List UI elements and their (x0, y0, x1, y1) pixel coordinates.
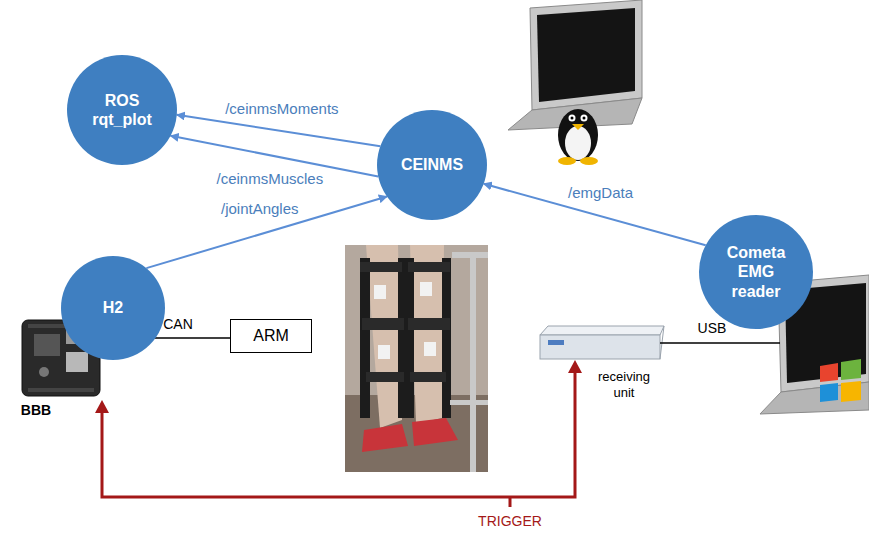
circle-fill (67, 55, 177, 165)
windows-logo (820, 359, 861, 402)
leg (366, 245, 402, 428)
strap (360, 262, 402, 272)
penguin-logo (558, 109, 598, 165)
ethernet-port (66, 352, 88, 372)
penguin-pupil (583, 117, 586, 120)
penguin-body (558, 109, 598, 161)
penguin-foot (580, 157, 598, 165)
board-name: BBB (21, 402, 51, 419)
trigger-wiring (95, 360, 582, 507)
logo-tile (820, 363, 838, 382)
penguin-pupil (571, 117, 574, 120)
topic-arrow (177, 115, 381, 146)
penguin-foot (558, 157, 576, 165)
logo-tile (820, 383, 838, 402)
penguin-eye (569, 115, 576, 122)
node-label: H2 (103, 298, 123, 317)
strap (362, 318, 404, 330)
component (39, 367, 49, 377)
circle-outline (67, 55, 177, 165)
topic-circle: ROS rqt_plot (67, 55, 177, 165)
bus-name: CAN (163, 316, 193, 333)
unit-logo (548, 340, 564, 345)
usb-wire (660, 342, 780, 344)
receiving-unit-device (540, 326, 664, 359)
trigger-stem (509, 497, 512, 507)
circle-fill (377, 110, 487, 220)
laptop-base (760, 382, 869, 414)
node-label: CEINMS (401, 155, 463, 174)
electrode (378, 345, 390, 359)
strap (408, 318, 450, 330)
header-pins (28, 388, 94, 392)
topic-arrow (484, 184, 706, 245)
trigger-line (102, 368, 575, 497)
node-label: ROS rqt_plot (82, 91, 162, 129)
topic-name: /jointAngles (219, 200, 301, 218)
hardware-box: ARM (230, 319, 312, 353)
topic-arrow (146, 197, 387, 269)
strap (410, 372, 446, 382)
chip (34, 334, 60, 356)
topic-name: /ceinmsMoments (223, 100, 340, 118)
logo-tile (841, 381, 861, 402)
penguin-beak (572, 124, 584, 130)
brace-bar (398, 258, 406, 418)
strap (408, 262, 450, 272)
exoskeleton-photo (345, 245, 488, 472)
shoe (362, 424, 408, 452)
device-name: receiving unit (589, 369, 659, 400)
strap (366, 372, 404, 382)
brace-bar (406, 258, 414, 418)
bus-name: USB (698, 320, 727, 337)
laptop-screen (537, 8, 635, 102)
walker-frame (470, 255, 476, 472)
topic-name: /emgData (566, 184, 635, 202)
circle-fill (699, 215, 813, 329)
trigger-arrowhead (568, 360, 582, 373)
unit-front (540, 335, 660, 359)
walker-frame (452, 252, 488, 258)
node-label: ARM (253, 326, 289, 345)
topic-circle: H2 (61, 256, 165, 360)
node-label: Cometa EMG reader (723, 243, 789, 301)
walker-frame (450, 400, 488, 405)
trigger-arrowhead (95, 400, 109, 413)
unit-top (540, 326, 664, 335)
topic-circle: Cometa EMG reader (699, 215, 813, 329)
penguin-belly (565, 126, 591, 160)
brace-bar (442, 258, 451, 418)
signal-name: TRIGGER (478, 513, 542, 530)
laptop-screen-frame (530, 0, 642, 110)
electrode (420, 282, 432, 296)
topic-name: /ceinmsMuscles (215, 170, 326, 188)
electrode (374, 285, 386, 299)
topic-circle: CEINMS (377, 110, 487, 220)
circle-fill (61, 256, 165, 360)
penguin-eye (581, 115, 588, 122)
shoe (412, 418, 458, 446)
logo-tile (841, 359, 861, 380)
brace-bar (360, 258, 370, 418)
electrode (424, 342, 436, 356)
photo-wall (345, 245, 488, 472)
